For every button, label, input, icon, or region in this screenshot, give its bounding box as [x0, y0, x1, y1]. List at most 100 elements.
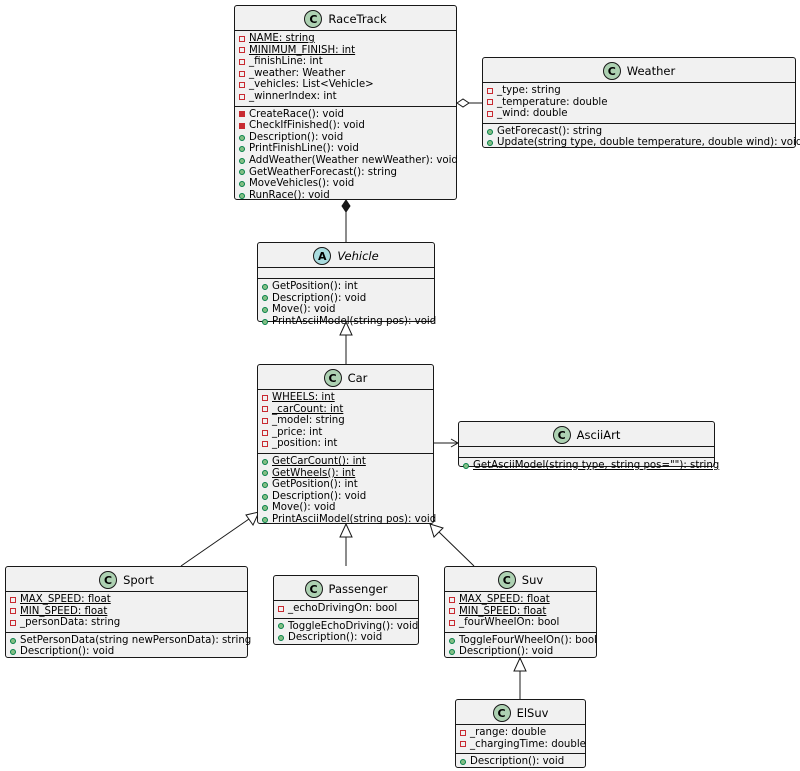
- method-text: GetPosition(): int: [272, 281, 358, 292]
- class-icon: C: [304, 580, 323, 598]
- field-text: _temperature: double: [497, 96, 608, 108]
- method-text: Move(): void: [272, 304, 336, 316]
- public-visibility-icon: [262, 505, 268, 512]
- abstract-class-icon: A: [313, 247, 332, 265]
- public-visibility-icon: [487, 128, 493, 135]
- method-text: Description(): void: [288, 632, 383, 644]
- field-text: _model: string: [272, 415, 345, 427]
- class-name: Car: [347, 371, 368, 385]
- class-name: AsciiArt: [576, 428, 621, 442]
- method-text: Description(): void: [272, 292, 367, 304]
- method-text: CreateRace(): void: [249, 108, 344, 120]
- public-visibility-icon: [487, 140, 493, 147]
- method-row: ToggleFourWheelOn(): bool: [449, 635, 597, 647]
- method-row: Description(): void: [262, 293, 430, 305]
- method-row: CreateRace(): void: [239, 109, 452, 121]
- method-row: GetCarCount(): int: [262, 456, 429, 468]
- method-text: GetForecast(): string: [497, 125, 603, 137]
- public-visibility-icon: [262, 481, 268, 488]
- class-icon: C: [497, 571, 516, 589]
- class-icon: C: [323, 369, 342, 387]
- class-name: Passenger: [328, 582, 388, 596]
- field-text: _weather: Weather: [249, 67, 346, 79]
- field-row: _type: string: [487, 85, 791, 97]
- field-row: _temperature: double: [487, 97, 791, 109]
- method-row: Move(): void: [262, 304, 430, 316]
- private-visibility-icon: [239, 70, 245, 77]
- field-row: _echoDrivingOn: bool: [278, 603, 414, 615]
- class-name: RaceTrack: [328, 12, 387, 26]
- field-text: _price: int: [272, 426, 323, 438]
- method-text: Move(): void: [272, 502, 336, 514]
- field-row: NAME: string: [239, 33, 452, 45]
- method-text: Update(string type, double temperature, …: [497, 137, 800, 149]
- method-row: Update(string type, double temperature, …: [487, 137, 800, 149]
- field-text: _type: string: [497, 85, 561, 96]
- public-visibility-icon: [262, 318, 268, 325]
- field-text: MIN_SPEED: float: [20, 605, 108, 617]
- method-row: MoveVehicles(): void: [239, 178, 452, 190]
- relation-car-asciiart: [434, 438, 460, 448]
- relation-sport-car: [180, 511, 260, 567]
- field-text: _vehicles: List<Vehicle>: [249, 79, 374, 91]
- field-text: _carCount: int: [272, 403, 344, 415]
- relation-elsuv-suv: [513, 656, 527, 699]
- fields-section: WHEELS: int_carCount: int_model: string_…: [258, 389, 433, 453]
- method-text: PrintFinishLine(): void: [249, 143, 359, 155]
- method-text: AddWeather(Weather newWeather): void: [249, 154, 458, 166]
- public-visibility-icon: [262, 295, 268, 302]
- method-row: Description(): void: [449, 646, 592, 658]
- public-visibility-icon: [262, 516, 268, 523]
- method-text: SetPersonData(string newPersonData): str…: [20, 634, 252, 646]
- class-header: C AsciiArt: [459, 424, 714, 446]
- methods-section: Description(): void: [456, 753, 585, 771]
- fields-section: _echoDrivingOn: bool: [274, 600, 418, 618]
- methods-section: SetPersonData(string newPersonData): str…: [6, 631, 251, 661]
- private-visibility-icon: [239, 111, 245, 118]
- method-row: Move(): void: [262, 502, 429, 514]
- field-row: _position: int: [262, 438, 429, 450]
- method-text: GetWheels(): int: [272, 467, 356, 479]
- relation-racetrack-weather: [456, 98, 482, 108]
- public-visibility-icon: [460, 758, 466, 765]
- private-visibility-icon: [449, 619, 455, 626]
- fields-section: _type: string_temperature: double_wind: …: [483, 82, 795, 123]
- class-icon: C: [552, 426, 571, 444]
- fields-section: [258, 267, 434, 278]
- field-text: _position: int: [272, 438, 338, 450]
- method-row: GetPosition(): int: [262, 281, 430, 293]
- public-visibility-icon: [239, 134, 245, 141]
- method-row: Description(): void: [10, 646, 243, 658]
- method-text: CheckIfFinished(): void: [249, 120, 365, 132]
- method-row: Description(): void: [239, 132, 452, 144]
- relation-car-vehicle: [339, 320, 353, 364]
- methods-section: GetAsciiModel(string type, string pos=""…: [459, 457, 719, 475]
- class-name: Suv: [521, 573, 544, 587]
- method-row: PrintAsciiModel(string pos): void: [262, 514, 436, 526]
- method-text: MoveVehicles(): void: [249, 178, 355, 190]
- private-visibility-icon: [239, 82, 245, 89]
- method-text: GetAsciiModel(string type, string pos=""…: [473, 460, 720, 471]
- field-text: _personData: string: [20, 617, 121, 629]
- field-text: MAX_SPEED: float: [20, 594, 111, 605]
- public-visibility-icon: [262, 306, 268, 313]
- method-row: PrintFinishLine(): void: [239, 143, 452, 155]
- public-visibility-icon: [463, 462, 469, 469]
- field-text: _winnerIndex: int: [249, 90, 337, 102]
- method-row: GetWeatherForecast(): string: [239, 167, 452, 179]
